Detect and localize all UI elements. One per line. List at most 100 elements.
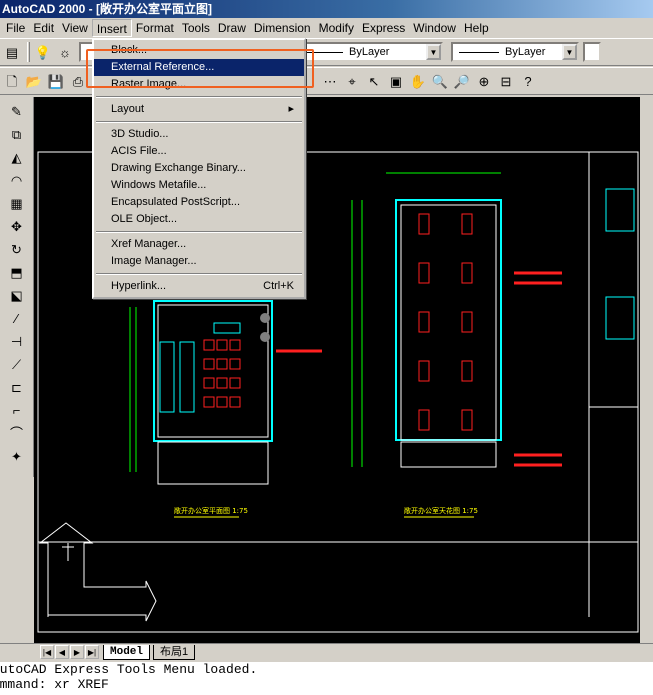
zoom-window-icon[interactable]: 🔎	[453, 73, 471, 89]
right-ceiling-plan: 敞开办公室天花图 1:75	[351, 172, 562, 518]
menu-item-acis-file[interactable]: ACIS File...	[94, 143, 304, 160]
menu-express[interactable]: Express	[361, 21, 406, 35]
menu-item-label: Drawing Exchange Binary...	[111, 162, 246, 174]
move-icon[interactable]: ✥	[11, 218, 22, 234]
chamfer-icon[interactable]: ⌐	[12, 402, 21, 418]
menu-separator	[96, 121, 302, 123]
tab-layout1[interactable]: 布局1	[153, 644, 196, 660]
trim-icon[interactable]: ⊣	[10, 333, 23, 349]
command-line[interactable]: AutoCAD Express Tools Menu loaded. Comma…	[0, 662, 653, 695]
layer-manager-icon[interactable]: ▤	[5, 44, 19, 60]
next-tab-button[interactable]: ▶	[70, 645, 84, 659]
break-icon[interactable]: ⊏	[11, 379, 22, 395]
help-icon[interactable]: ?	[524, 73, 532, 89]
fillet-icon[interactable]: ⌒	[9, 425, 23, 441]
menu-item-label: ACIS File...	[111, 145, 167, 157]
menu-separator	[96, 231, 302, 233]
new-file-icon[interactable]: 🗋	[6, 73, 18, 89]
menu-separator	[96, 273, 302, 275]
open-file-icon[interactable]: 📂	[25, 73, 43, 89]
menu-item-label: Xref Manager...	[111, 238, 187, 250]
menu-item-external-reference[interactable]: External Reference...	[94, 59, 304, 76]
menu-modify[interactable]: Modify	[318, 21, 354, 35]
menu-dimension[interactable]: Dimension	[253, 21, 311, 35]
design-center-icon[interactable]: ▣	[389, 73, 403, 89]
menu-item-raster-image[interactable]: Raster Image...	[94, 76, 304, 93]
tab-model[interactable]: Model	[103, 644, 151, 660]
toolbar-grip	[27, 42, 30, 62]
offset-icon[interactable]: ◠	[10, 172, 23, 188]
explode-icon[interactable]: ✦	[11, 448, 22, 464]
stretch-icon[interactable]: ⬕	[10, 287, 23, 303]
vertical-scrollbar[interactable]	[640, 97, 653, 643]
linetype-combo[interactable]: ByLayer ▼	[283, 42, 443, 62]
layer-on-icon[interactable]: 💡	[34, 44, 52, 60]
menu-window[interactable]: Window	[413, 21, 456, 35]
menu-item-label: Windows Metafile...	[111, 179, 207, 191]
menu-item-drawing-exchange-binary[interactable]: Drawing Exchange Binary...	[94, 160, 304, 177]
rotate-icon[interactable]: ↻	[11, 241, 22, 257]
menu-help[interactable]: Help	[463, 21, 489, 35]
lineweight-combo[interactable]: ByLayer ▼	[451, 42, 579, 62]
first-tab-button[interactable]: |◀	[40, 645, 54, 659]
menu-item-label: External Reference...	[111, 61, 215, 73]
save-icon[interactable]: 💾	[47, 73, 65, 89]
menu-draw[interactable]: Draw	[217, 21, 246, 35]
erase-icon[interactable]: ✎	[11, 103, 22, 119]
draw-modify-toolbar: ✎ ⧉ ◭ ◠ ▦ ✥ ↻ ⬒ ⬕ ⁄ ⊣ ⟋ ⊏ ⌐ ⌒ ✦	[0, 97, 34, 477]
menu-item-label: OLE Object...	[111, 213, 178, 225]
drawing-canvas[interactable]: 敞开办公室平面图 1:75 敞开办公室天花图 1:75	[34, 97, 653, 643]
redraw-icon[interactable]: ⋯	[323, 73, 337, 89]
right-plan-title: 敞开办公室天花图 1:75	[404, 506, 478, 515]
menu-format[interactable]: Format	[135, 21, 174, 35]
menu-edit[interactable]: Edit	[33, 21, 55, 35]
mirror-icon[interactable]: ◭	[11, 149, 22, 165]
detail-elevations	[605, 188, 635, 340]
copy-object-icon[interactable]: ⧉	[11, 126, 22, 142]
insert-menu-dropdown: Block... External Reference... Raster Imag…	[92, 38, 306, 299]
menu-item-label: Hyperlink...	[111, 280, 167, 292]
menu-item-ole-object[interactable]: OLE Object...	[94, 211, 304, 228]
sheet-border	[37, 151, 639, 633]
array-icon[interactable]: ▦	[10, 195, 23, 211]
last-tab-button[interactable]: ▶|	[85, 645, 99, 659]
zoom-realtime-icon[interactable]: 🔍	[431, 73, 449, 89]
snap-icon[interactable]: ⌖	[348, 73, 356, 89]
menu-tools[interactable]: Tools	[181, 21, 210, 35]
command-prompt-line: Command: xr XREF	[0, 677, 109, 692]
menu-item-hyperlink[interactable]: Hyperlink...Ctrl+K	[94, 278, 304, 295]
left-plan-title: 敞开办公室平面图 1:75	[174, 506, 248, 515]
submenu-arrow-icon: ▸	[288, 103, 294, 115]
menu-item-label: 3D Studio...	[111, 128, 169, 140]
menu-item-3d-studio[interactable]: 3D Studio...	[94, 126, 304, 143]
zoom-previous-icon[interactable]: ⊕	[478, 73, 490, 89]
menu-item-windows-metafile[interactable]: Windows Metafile...	[94, 177, 304, 194]
plotstyle-combo[interactable]	[583, 42, 601, 62]
menu-item-label: Image Manager...	[111, 255, 197, 267]
menu-separator	[96, 96, 302, 98]
layer-freeze-icon[interactable]: ☼	[59, 44, 71, 60]
print-icon[interactable]: ⎙	[72, 73, 84, 89]
extend-icon[interactable]: ⟋	[11, 356, 22, 372]
menu-item-label: Encapsulated PostScript...	[111, 196, 241, 208]
prev-tab-button[interactable]: ◀	[55, 645, 69, 659]
linetype-value: ByLayer	[349, 46, 390, 58]
lineweight-value: ByLayer	[505, 46, 546, 58]
menu-file[interactable]: File	[6, 21, 26, 35]
properties-icon[interactable]: ↖	[368, 73, 380, 89]
menu-item-label: Layout	[111, 103, 145, 115]
ucs-icon	[38, 522, 157, 622]
scale-icon[interactable]: ⬒	[10, 264, 23, 280]
lengthen-icon[interactable]: ⁄	[15, 310, 18, 326]
menu-item-xref-manager[interactable]: Xref Manager...	[94, 236, 304, 253]
left-floor-plan: 敞开办公室平面图 1:75	[129, 300, 322, 518]
menu-item-image-manager[interactable]: Image Manager...	[94, 253, 304, 270]
pan-icon[interactable]: ✋	[409, 73, 427, 89]
menu-insert[interactable]: Insert	[91, 19, 132, 37]
menu-view[interactable]: View	[62, 21, 88, 35]
menu-item-layout[interactable]: Layout ▸	[94, 101, 304, 118]
dim-icon[interactable]: ⊟	[500, 73, 512, 89]
menu-item-block[interactable]: Block...	[94, 42, 304, 59]
menu-item-encapsulated-postscript[interactable]: Encapsulated PostScript...	[94, 194, 304, 211]
